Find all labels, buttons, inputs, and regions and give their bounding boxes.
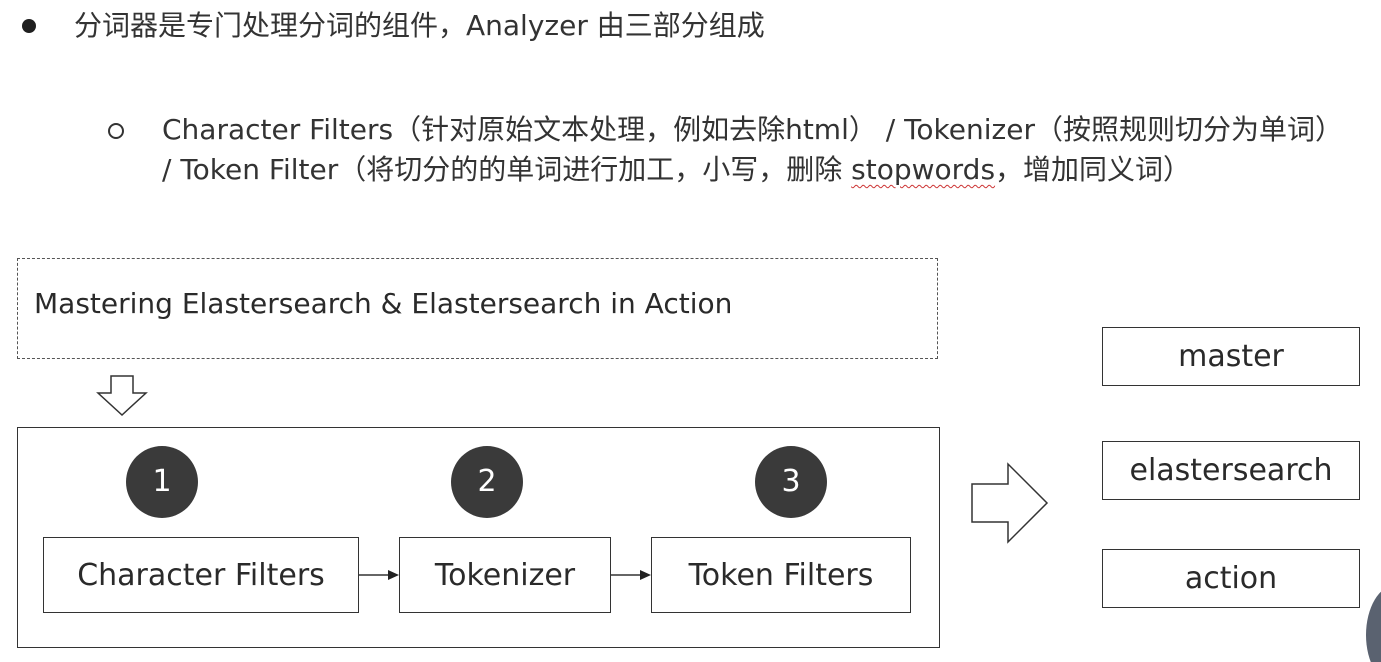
corner-decoration <box>1366 585 1381 662</box>
analyzer-pipeline-box <box>17 427 940 648</box>
sub-text-part-2: ，增加同义词） <box>995 153 1192 186</box>
source-text-box: Mastering Elastersearch & Elastersearch … <box>17 258 938 359</box>
main-bullet-text: 分词器是专门处理分词的组件，Analyzer 由三部分组成 <box>74 9 765 42</box>
step-badge-3: 3 <box>755 446 827 518</box>
sub-bullet-text: Character Filters（针对原始文本处理，例如去除html） / T… <box>162 110 1352 190</box>
tokenizer-stage: Tokenizer <box>399 537 611 613</box>
character-filters-stage: Character Filters <box>43 537 359 613</box>
arrow-right-icon <box>359 570 399 580</box>
output-token: master <box>1102 327 1360 386</box>
sub-text-part-1: Character Filters（针对原始文本处理，例如去除html） / T… <box>162 113 1343 186</box>
hollow-bullet-icon <box>108 123 124 139</box>
output-token: action <box>1102 549 1360 608</box>
step-badge-1: 1 <box>126 446 198 518</box>
source-text: Mastering Elastersearch & Elastersearch … <box>34 287 733 320</box>
bullet-dot-icon <box>22 19 36 33</box>
sub-bullet: Character Filters（针对原始文本处理，例如去除html） / T… <box>108 110 1358 190</box>
output-arrow-icon <box>971 462 1049 544</box>
output-token: elastersearch <box>1102 441 1360 500</box>
arrow-right-icon <box>611 570 651 580</box>
token-filters-stage: Token Filters <box>651 537 911 613</box>
main-bullet: 分词器是专门处理分词的组件，Analyzer 由三部分组成 <box>22 4 765 48</box>
spellcheck-word: stopwords <box>851 153 996 186</box>
down-arrow-icon <box>96 375 148 417</box>
step-badge-2: 2 <box>451 446 523 518</box>
